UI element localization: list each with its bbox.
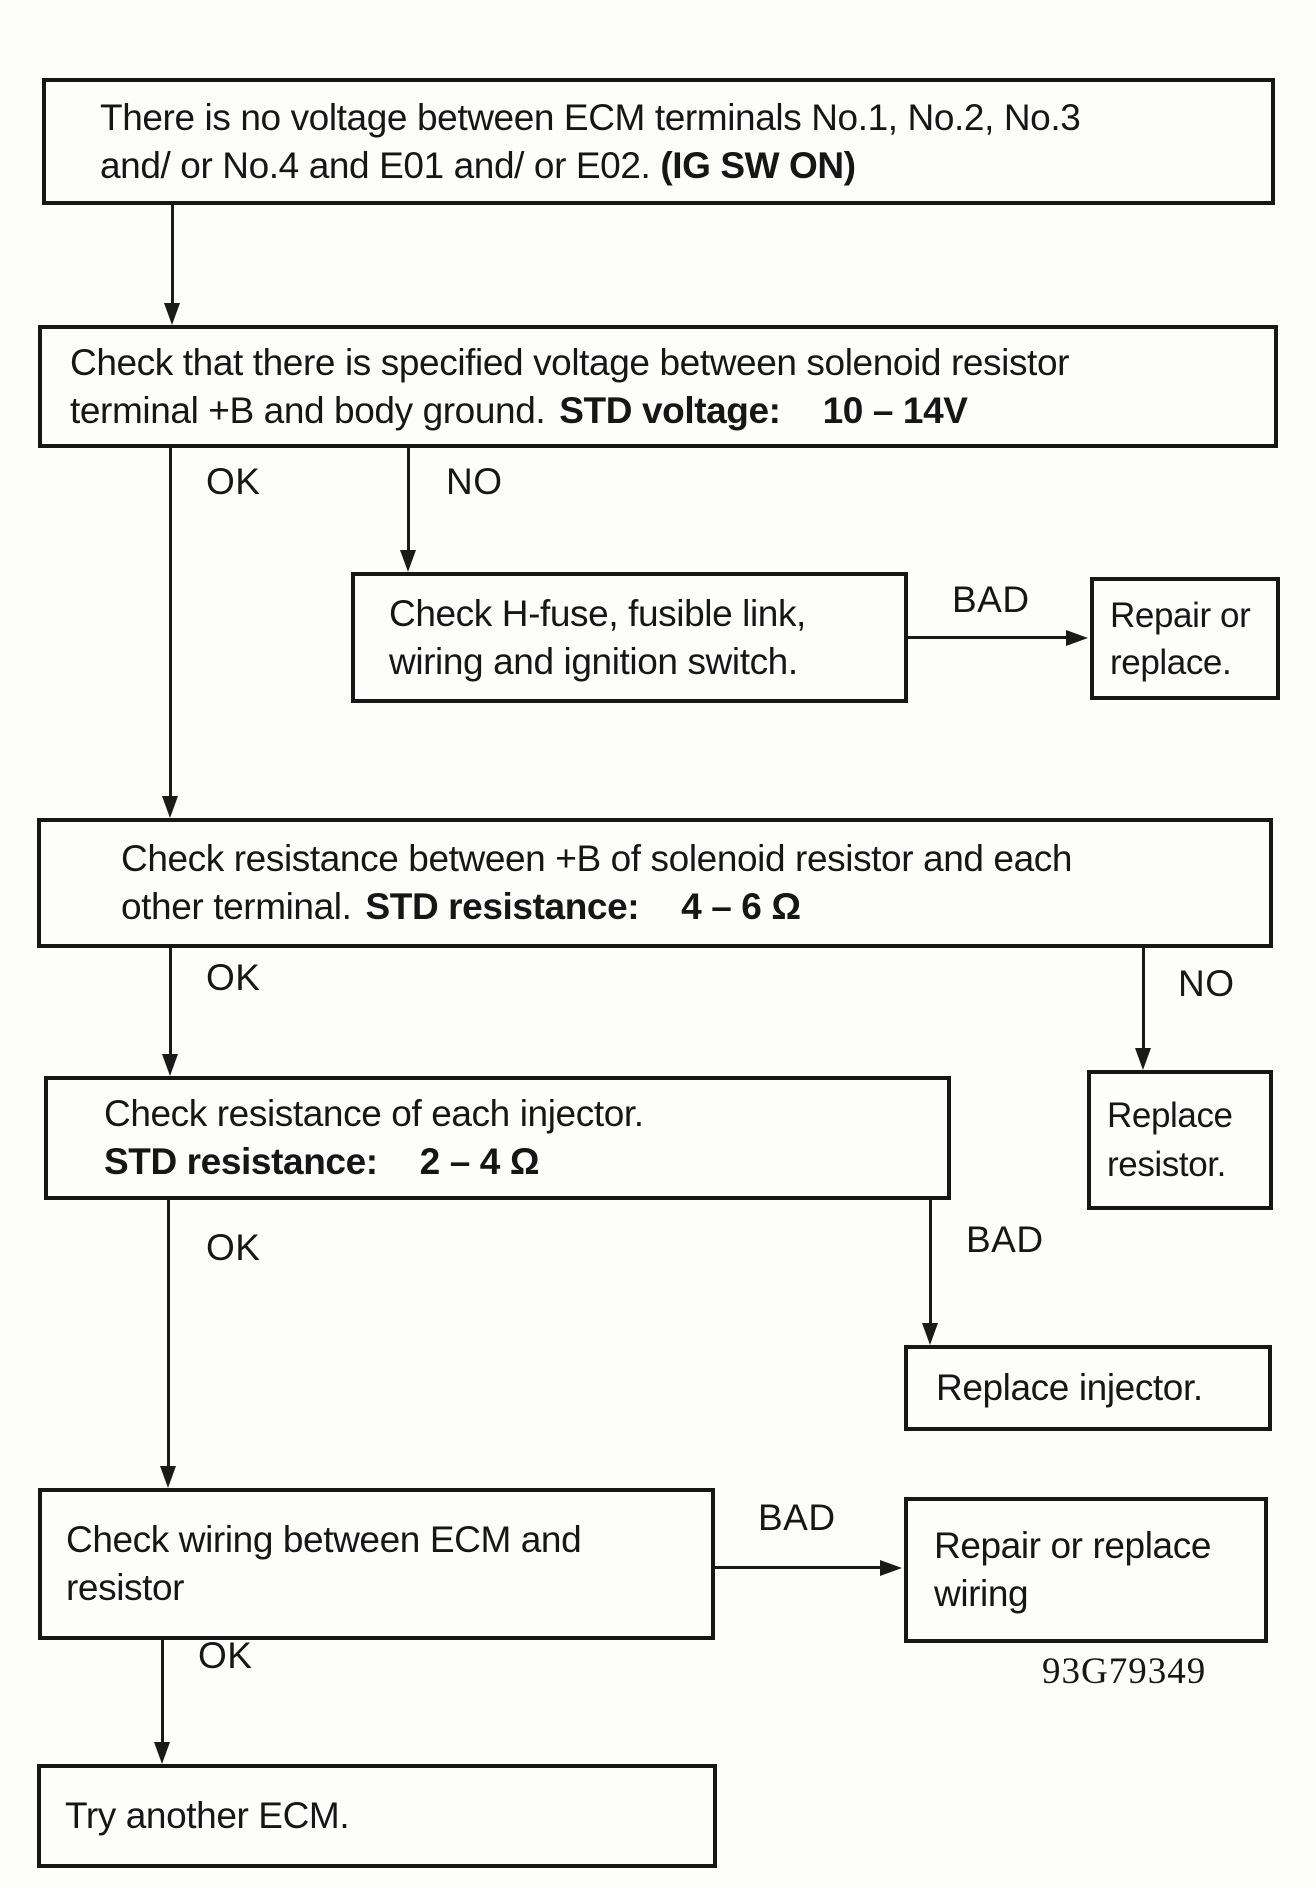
node-check-wiring: Check wiring between ECM and resistor	[38, 1488, 715, 1640]
node-repair-or-replace-line2: replace.	[1110, 642, 1232, 682]
node-check-resistor-resistance: Check resistance between +B of solenoid …	[37, 818, 1273, 948]
node-check-hfuse: Check H-fuse, fusible link, wiring and i…	[351, 572, 908, 703]
node-problem: There is no voltage between ECM terminal…	[42, 78, 1275, 205]
figure-code: 93G79349	[1042, 1651, 1207, 1692]
node-try-another-ecm-text: Try another ECM.	[65, 1795, 350, 1836]
branch-voltage-ok-label: OK	[206, 461, 261, 502]
node-check-wiring-line2: resistor	[66, 1567, 185, 1608]
connector-problem-arrowhead	[164, 303, 180, 325]
node-check-voltage-line2: terminal +B and body ground.STD voltage:…	[70, 389, 968, 431]
branch-hfuse-bad-line	[908, 636, 1072, 639]
connector-problem-line	[171, 205, 174, 310]
std-resistance-label-2: STD resistance:	[104, 1141, 378, 1182]
branch-voltage-ok-arrowhead	[162, 796, 178, 818]
branch-wiring-ok-line	[161, 1640, 164, 1746]
node-replace-resistor-line2: resistor.	[1107, 1145, 1226, 1184]
std-resistance-value-2: 2 – 4 Ω	[419, 1141, 540, 1182]
node-check-resistor-line1: Check resistance between +B of solenoid …	[121, 838, 1073, 879]
node-check-injector-line2: STD resistance: 2 – 4 Ω	[104, 1138, 947, 1186]
branch-voltage-no-line	[407, 448, 410, 554]
branch-wiring-bad-label: BAD	[758, 1497, 836, 1538]
node-problem-bold: (IG SW ON)	[660, 144, 856, 186]
node-problem-line1: There is no voltage between ECM terminal…	[100, 96, 1081, 138]
branch-resistor-ok-arrowhead	[162, 1054, 178, 1076]
node-replace-resistor-line1: Replace	[1107, 1096, 1233, 1135]
node-repair-or-replace-wiring: Repair or replace wiring	[904, 1497, 1268, 1643]
node-replace-injector: Replace injector.	[904, 1345, 1272, 1431]
node-check-voltage: Check that there is specified voltage be…	[38, 325, 1278, 448]
branch-resistor-no-label: NO	[1178, 963, 1235, 1004]
node-repair-wiring-line2: wiring	[934, 1573, 1029, 1614]
node-check-hfuse-line2: wiring and ignition switch.	[389, 640, 798, 682]
branch-voltage-no-arrowhead	[400, 550, 416, 572]
branch-wiring-ok-arrowhead	[154, 1742, 170, 1764]
branch-voltage-ok-line	[169, 448, 172, 800]
node-check-wiring-line1: Check wiring between ECM and	[66, 1519, 582, 1560]
branch-injector-ok-line	[167, 1200, 170, 1470]
node-try-another-ecm: Try another ECM.	[37, 1764, 717, 1868]
std-resistance-value-1: 4 – 6 Ω	[681, 886, 801, 927]
std-resistance-label-1: STD resistance:	[365, 886, 640, 927]
branch-injector-ok-label: OK	[206, 1227, 261, 1268]
node-repair-or-replace: Repair or replace.	[1090, 577, 1280, 700]
branch-injector-ok-arrowhead	[160, 1466, 176, 1488]
branch-injector-bad-label: BAD	[966, 1219, 1044, 1260]
node-check-injector-line1: Check resistance of each injector.	[104, 1093, 644, 1134]
branch-resistor-no-arrowhead	[1135, 1048, 1151, 1070]
branch-wiring-bad-line	[715, 1566, 886, 1569]
node-check-injector-resistance: Check resistance of each injector. STD r…	[44, 1076, 951, 1200]
branch-hfuse-bad-arrowhead	[1066, 630, 1088, 646]
branch-wiring-ok-label: OK	[198, 1635, 253, 1676]
node-check-voltage-line1: Check that there is specified voltage be…	[70, 341, 1070, 383]
branch-hfuse-bad-label: BAD	[952, 579, 1030, 620]
std-voltage-label: STD voltage:	[559, 389, 781, 431]
branch-injector-bad-arrowhead	[922, 1323, 938, 1345]
node-repair-wiring-line1: Repair or replace	[934, 1525, 1212, 1566]
branch-resistor-ok-label: OK	[206, 957, 261, 998]
node-check-resistor-line2: other terminal.STD resistance:4 – 6 Ω	[121, 886, 801, 927]
node-problem-line2: and/ or No.4 and E01 and/ or E02. (IG SW…	[100, 144, 856, 186]
branch-wiring-bad-arrowhead	[880, 1560, 902, 1576]
node-replace-injector-text: Replace injector.	[936, 1367, 1203, 1408]
branch-resistor-ok-line	[169, 948, 172, 1058]
std-voltage-value: 10 – 14V	[822, 389, 968, 431]
node-repair-or-replace-line1: Repair or	[1110, 595, 1251, 635]
node-replace-resistor: Replace resistor.	[1087, 1070, 1273, 1210]
branch-voltage-no-label: NO	[446, 461, 503, 502]
branch-resistor-no-line	[1142, 948, 1145, 1052]
node-check-hfuse-line1: Check H-fuse, fusible link,	[389, 592, 806, 634]
branch-injector-bad-line	[929, 1200, 932, 1327]
